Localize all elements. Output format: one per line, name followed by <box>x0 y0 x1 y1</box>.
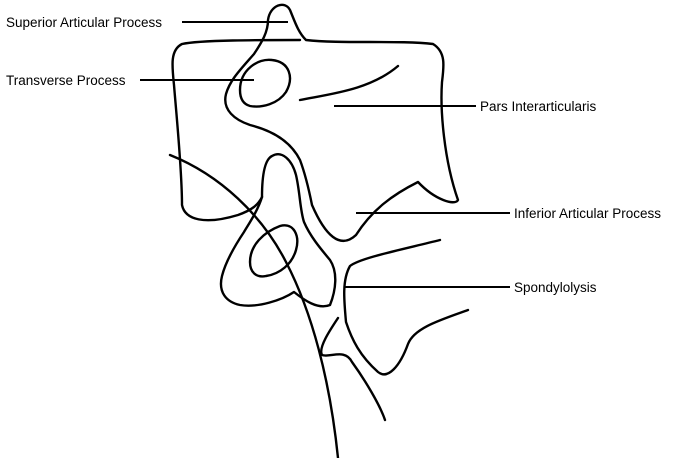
label-spondylolysis: Spondylolysis <box>514 280 597 295</box>
label-transverse-process: Transverse Process <box>6 73 126 88</box>
pars-curve <box>298 64 400 102</box>
lower-loop <box>320 316 387 422</box>
lower-vertebra-outline <box>343 238 470 376</box>
long-diagonal-line <box>168 153 340 458</box>
lower-articular-outline <box>219 153 337 308</box>
label-pars-interarticularis: Pars Interarticularis <box>480 99 597 114</box>
vertebra-left-outline <box>171 38 302 222</box>
label-inferior-articular-process: Inferior Articular Process <box>514 206 661 221</box>
label-superior-articular-process: Superior Articular Process <box>6 15 162 30</box>
transverse-process-oval <box>238 58 292 108</box>
lower-inner-oval <box>248 224 299 278</box>
upper-vertebra-outline <box>224 3 460 242</box>
